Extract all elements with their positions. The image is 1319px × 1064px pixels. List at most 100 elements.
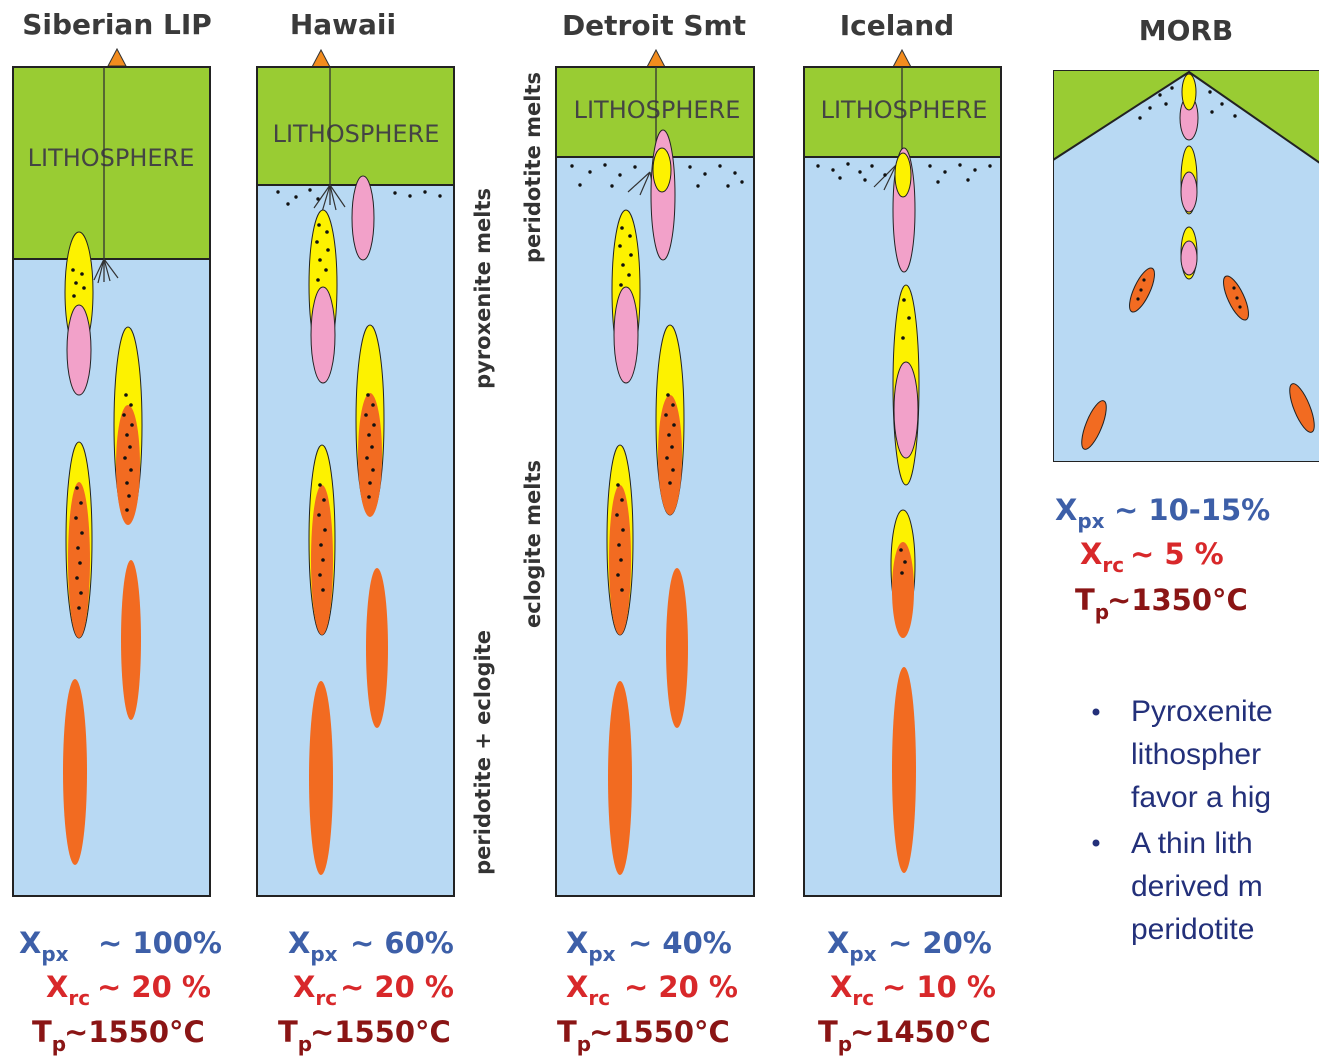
xpx-subscript: px — [310, 942, 337, 966]
xrc-value: ~ 5 % — [1130, 537, 1224, 571]
tp-subscript: p — [1095, 600, 1109, 624]
tp-value: ~1550°C — [64, 1015, 205, 1049]
panel-iceland: Iceland LITHOSPHERE Xpx ~ 20% Xrc — [803, 9, 1002, 1056]
label-eclogite-melts: eclogite melts — [521, 460, 545, 628]
panel-hawaii: Hawaii LITHOSPHERE Xpx ~ 60% — [256, 8, 455, 1056]
eclogite-blob-right — [1223, 275, 1249, 321]
volcano-icon — [892, 48, 912, 68]
bullet-line: derived m — [1131, 870, 1263, 903]
melt-body-left-upper — [64, 231, 94, 396]
xpx-subscript: px — [41, 942, 68, 966]
tp-value: ~1550°C — [310, 1015, 451, 1049]
label-peridotite-melts: peridotite melts — [521, 72, 545, 263]
melt-body-left-upper — [611, 209, 641, 384]
svg-text:Xpx: Xpx — [827, 926, 877, 966]
lithosphere-layer — [256, 66, 455, 186]
eclogite-blob — [121, 560, 141, 720]
tp-symbol: T — [1075, 583, 1095, 617]
tp-value: ~1550°C — [589, 1015, 730, 1049]
tp-value: ~1450°C — [850, 1015, 991, 1049]
tp-symbol: T — [32, 1015, 52, 1049]
dike-branches — [93, 258, 119, 284]
svg-text:Tp: Tp — [818, 1015, 852, 1056]
svg-text:Xrc: Xrc — [566, 970, 610, 1010]
panel-title: Iceland — [840, 9, 954, 42]
melt-body-left-upper — [308, 209, 338, 384]
bullet-line: lithospher — [1131, 738, 1261, 771]
melt-body-right — [355, 324, 385, 517]
melt-body-left-lower — [606, 444, 634, 636]
svg-text:Xrc: Xrc — [830, 970, 874, 1010]
label-pyroxenite-melts: pyroxenite melts — [471, 188, 495, 389]
dots-under-lithosphere — [816, 162, 992, 184]
svg-text:Xpx: Xpx — [19, 926, 69, 966]
bullet-line: Pyroxenite — [1131, 695, 1273, 728]
eclogite-blob — [309, 681, 333, 875]
dots-under-lithosphere — [570, 163, 744, 188]
svg-text:Xpx: Xpx — [566, 926, 616, 966]
melt-body-lower — [890, 509, 916, 638]
tp-symbol: T — [278, 1015, 298, 1049]
lithosphere-label: LITHOSPHERE — [28, 144, 195, 172]
panel-morb: MORB — [1053, 14, 1319, 624]
melt-body-right — [113, 326, 143, 525]
svg-text:Tp: Tp — [278, 1015, 312, 1056]
xrc-value: ~ 20 % — [340, 970, 454, 1004]
melt-body-right — [655, 324, 685, 516]
melt-body-top — [650, 129, 676, 261]
label-peridotite-eclogite: peridotite + eclogite — [471, 630, 495, 875]
xrc-symbol: X — [1080, 537, 1102, 571]
xpx-symbol: X — [288, 926, 310, 960]
eclogite-blob — [1081, 400, 1107, 450]
xpx-symbol: X — [566, 926, 588, 960]
lithosphere-label: LITHOSPHERE — [574, 96, 741, 124]
xpx-value: ~ 40% — [628, 926, 732, 960]
melt-body-lower — [1180, 226, 1198, 280]
xrc-subscript: rc — [68, 986, 90, 1010]
panel-title: Hawaii — [290, 8, 396, 41]
xpx-symbol: X — [19, 926, 41, 960]
panel-title: Siberian LIP — [22, 8, 212, 41]
eclogite-blob — [63, 679, 87, 865]
xpx-subscript: px — [588, 942, 615, 966]
lithosphere-layer — [12, 66, 211, 260]
bullet-line: A thin lith — [1131, 827, 1253, 860]
tp-symbol: T — [557, 1015, 577, 1049]
volcano-icon — [311, 48, 331, 68]
svg-text:Xrc: Xrc — [46, 970, 90, 1010]
xpx-value: ~ 10-15% — [1114, 493, 1270, 527]
tp-symbol: T — [818, 1015, 838, 1049]
bullet-line: favor a hig — [1131, 781, 1271, 814]
xrc-symbol: X — [830, 970, 852, 1004]
bullet-dot-icon — [1092, 708, 1100, 716]
panel-legend: Xpx ~ 10-15% Xrc ~ 5 % Tp ~1350°C — [1055, 493, 1270, 624]
tp-value: ~1350°C — [1107, 583, 1248, 617]
peridotite-melt — [351, 175, 375, 261]
ridge-dots — [1138, 86, 1237, 120]
xrc-subscript: rc — [852, 986, 874, 1010]
melt-body-top — [892, 147, 916, 273]
xrc-subscript: rc — [588, 986, 610, 1010]
melt-body-middle — [892, 284, 920, 486]
xrc-symbol: X — [46, 970, 68, 1004]
panel-legend: Xpx ~ 100% Xrc ~ 20 % Tp ~1550°C — [19, 926, 222, 1056]
bullet-item: A thin lith derived m peridotite — [1092, 827, 1263, 946]
panel-title: Detroit Smt — [562, 9, 746, 42]
eclogite-blob — [608, 681, 632, 875]
svg-text:Xpx: Xpx — [1055, 493, 1105, 533]
tp-subscript: p — [838, 1032, 852, 1056]
bullet-list: Pyroxenite lithospher favor a hig A thin… — [1092, 695, 1273, 946]
xpx-value: ~ 60% — [350, 926, 454, 960]
panel-title: MORB — [1139, 14, 1234, 47]
svg-text:Xrc: Xrc — [293, 970, 337, 1010]
xpx-value: ~ 100% — [98, 926, 222, 960]
lithosphere-label: LITHOSPHERE — [821, 96, 988, 124]
lithosphere-label: LITHOSPHERE — [273, 120, 440, 148]
xrc-value: ~ 20 % — [97, 970, 211, 1004]
xpx-subscript: px — [1077, 509, 1104, 533]
melt-body-left-lower — [308, 444, 336, 636]
tp-subscript: p — [298, 1032, 312, 1056]
xpx-symbol: X — [827, 926, 849, 960]
svg-text:Xpx: Xpx — [288, 926, 338, 966]
